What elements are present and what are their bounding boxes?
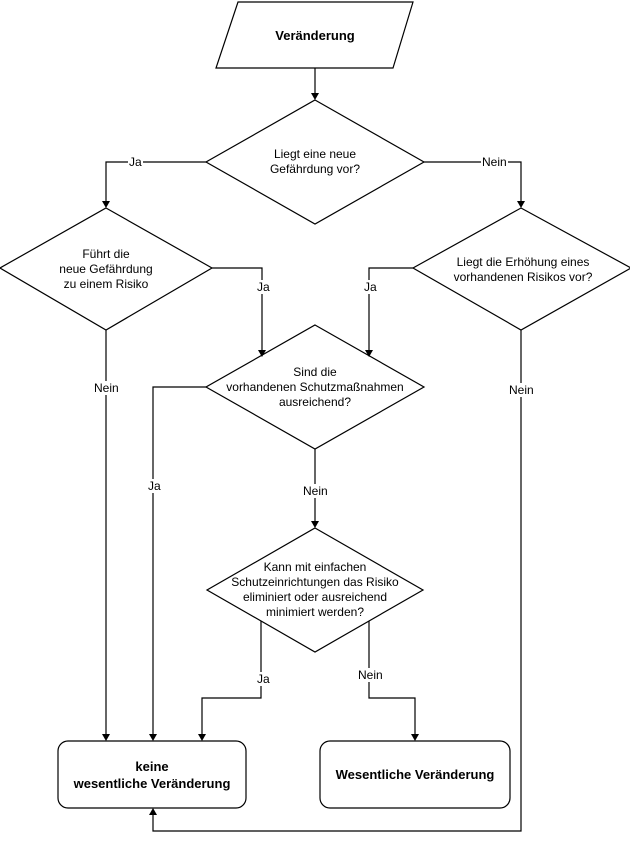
arrowhead (149, 808, 157, 815)
label-new-hazard-yes: Ja (128, 155, 143, 169)
arrowhead (517, 201, 525, 208)
label-simple-yes: Ja (256, 672, 271, 686)
end-not-significant-box (57, 740, 247, 809)
decision-new-hazard (204, 99, 426, 225)
arrowhead (311, 93, 319, 100)
arrowhead (258, 350, 266, 357)
label-risk-increase-yes: Ja (363, 280, 378, 294)
edge-risk-increase-no (152, 330, 522, 832)
edge-new-hazard-no (424, 161, 522, 202)
arrowhead (311, 521, 319, 528)
edge-simple-no (368, 621, 416, 735)
arrowhead (365, 350, 373, 357)
label-new-hazard-no: Nein (481, 155, 508, 169)
measures-sufficient-question: Sind die vorhandenen Schutzmaßnahmen aus… (226, 364, 404, 409)
start-label: Veränderung (275, 27, 355, 43)
label-measures-no: Nein (302, 484, 329, 498)
end-not-significant-label: keine wesentliche Veränderung (73, 758, 231, 791)
end-significant-label: Wesentliche Veränderung (335, 767, 495, 782)
label-leads-to-risk-no: Nein (93, 381, 120, 395)
arrowhead (198, 734, 206, 741)
arrowhead (411, 734, 419, 741)
risk-increase-question: Liegt die Erhöhung eines vorhandenen Ris… (453, 255, 593, 284)
label-measures-yes: Ja (147, 479, 162, 493)
edge-simple-yes (201, 621, 262, 735)
label-risk-increase-no: Nein (508, 383, 535, 397)
edge-new-hazard-yes (105, 161, 206, 202)
arrowhead (149, 734, 157, 741)
edge-measures-yes (152, 386, 206, 735)
start-parallelogram (215, 1, 414, 69)
label-simple-no: Nein (357, 668, 384, 682)
arrowhead (102, 734, 110, 741)
leads-to-risk-question: Führt die neue Gefährdung zu einem Risik… (59, 246, 153, 291)
edge-risk-increase-yes (368, 267, 413, 351)
new-hazard-question: Liegt eine neue Gefährdung vor? (269, 147, 361, 176)
label-leads-to-risk-yes: Ja (256, 280, 271, 294)
edge-leads-to-risk-yes (212, 267, 263, 351)
simple-devices-question: Kann mit einfachen Schutzeinrichtungen d… (231, 560, 399, 619)
arrowhead (102, 201, 110, 208)
